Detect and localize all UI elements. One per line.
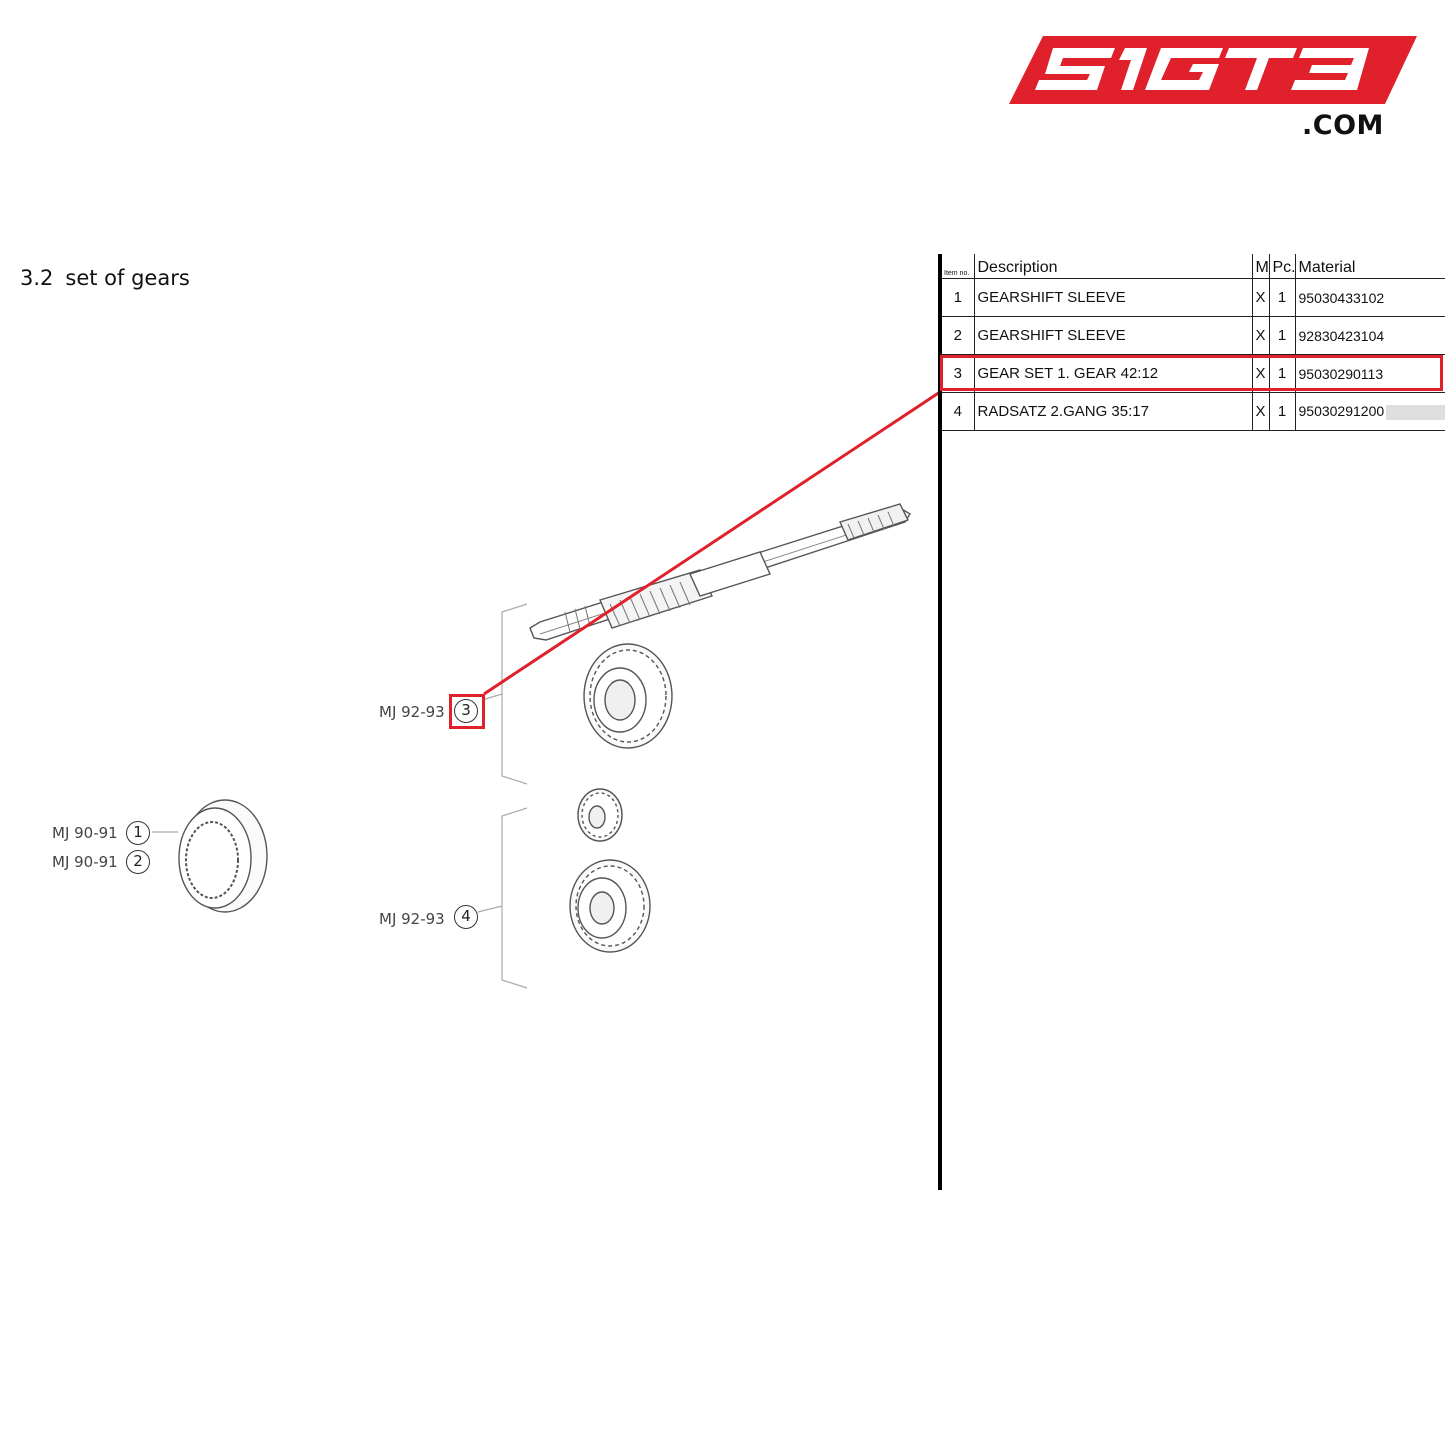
parts-table: Item no. Description M Pc. Material 1 GE…: [942, 254, 1445, 431]
callout-highlight-box: [449, 694, 485, 729]
callout-label-3: MJ 92-93: [379, 703, 445, 721]
gearshift-sleeve: [178, 799, 268, 913]
row-pc: 1: [1268, 354, 1295, 393]
header-material: Material: [1294, 254, 1445, 279]
row-description: RADSATZ 2.GANG 35:17: [973, 392, 1252, 431]
row-m: X: [1251, 392, 1269, 431]
header-item-no: Item no.: [942, 254, 974, 279]
row-material: 92830423104: [1294, 316, 1445, 355]
gear-set-1st-gear: [583, 643, 673, 749]
row-description: GEARSHIFT SLEEVE: [973, 316, 1252, 355]
callout-label-4: MJ 92-93: [379, 910, 445, 928]
header-m: M: [1251, 254, 1269, 279]
row-m: X: [1251, 354, 1269, 393]
table-row[interactable]: 1 GEARSHIFT SLEEVE X 1 95030433102: [942, 278, 1445, 317]
callout-number-1[interactable]: 1: [126, 821, 150, 845]
row-pc: 1: [1268, 392, 1295, 431]
callout-number-2[interactable]: 2: [126, 850, 150, 874]
vertical-divider: [938, 254, 942, 1190]
callout-number-4[interactable]: 4: [454, 905, 478, 929]
row-m: X: [1251, 316, 1269, 355]
exploded-parts-drawing: [152, 391, 938, 989]
row-item-no: 1: [942, 278, 974, 317]
logo-domain-suffix: .COM: [1302, 110, 1384, 141]
parts-table-header: Item no. Description M Pc. Material: [942, 254, 1445, 279]
section-number: 3.2: [20, 266, 54, 290]
row-highlight-box: [940, 355, 1443, 391]
row-material: 95030291200: [1298, 403, 1385, 420]
gear-2nd-wheel: [569, 859, 651, 953]
row-material: 95030433102: [1294, 278, 1445, 317]
row-item-no: 2: [942, 316, 974, 355]
gear-2nd-pinion: [577, 788, 623, 842]
row-pc: 1: [1268, 278, 1295, 317]
callout-label-1: MJ 90-91: [52, 824, 118, 842]
row-item-no: 3: [942, 354, 974, 393]
row-m: X: [1251, 278, 1269, 317]
table-row[interactable]: 2 GEARSHIFT SLEEVE X 1 92830423104: [942, 316, 1445, 355]
row-description: GEAR SET 1. GEAR 42:12: [973, 354, 1252, 393]
section-title: 3.2 set of gears: [20, 266, 190, 290]
row-pc: 1: [1268, 316, 1295, 355]
row-material-cell: 95030291200: [1294, 392, 1445, 431]
sigt3-logo: [1009, 36, 1417, 104]
callout-number-3[interactable]: 3: [454, 699, 478, 723]
callout-label-2: MJ 90-91: [52, 853, 118, 871]
table-row[interactable]: 4 RADSATZ 2.GANG 35:17 X 1 95030291200: [942, 392, 1445, 431]
section-name: set of gears: [65, 266, 190, 290]
header-description: Description: [973, 254, 1252, 279]
header-pc: Pc.: [1268, 254, 1295, 279]
row-description: GEARSHIFT SLEEVE: [973, 278, 1252, 317]
row-item-no: 4: [942, 392, 974, 431]
main-shaft: [529, 503, 911, 641]
redacted-shade: [1386, 404, 1445, 420]
row-material: 95030290113: [1294, 354, 1445, 393]
table-row-highlighted[interactable]: 3 GEAR SET 1. GEAR 42:12 X 1 95030290113: [942, 354, 1445, 393]
